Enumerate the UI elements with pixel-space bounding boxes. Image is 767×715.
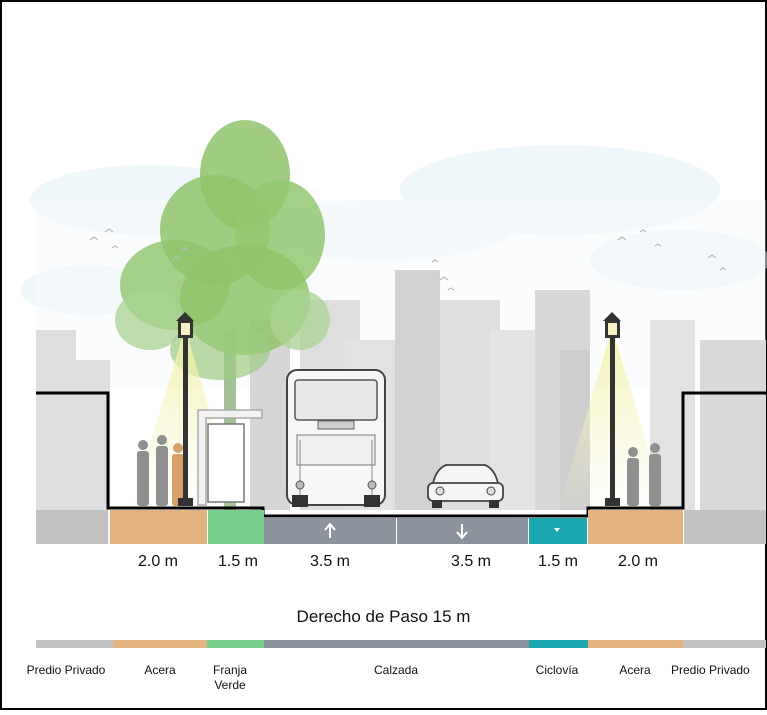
street-lamp-left (176, 312, 194, 506)
dimension-franja-verde: 1.5 m (217, 553, 258, 570)
birds (89, 228, 727, 291)
zone-label-calzada: Calzada (373, 663, 419, 677)
car (427, 464, 504, 508)
zone-label-ciclovia: Ciclovía (535, 663, 579, 677)
bus (286, 369, 386, 507)
arrow-up-icon (324, 522, 336, 538)
dimension-acera-right: 2.0 m (617, 553, 658, 570)
strip-ciclovia (529, 518, 587, 544)
strip-acera-left (110, 510, 207, 544)
ground-profile (36, 391, 766, 518)
dimension-calzada-left: 3.5 m (309, 553, 350, 570)
zone-label-acera-left: Acera (144, 663, 176, 677)
strip-predio-left (36, 510, 108, 544)
city-skyline (36, 270, 766, 510)
pedestrians-right (627, 443, 661, 506)
zone-label-acera-right: Acera (619, 663, 651, 677)
strip-franja-verde (208, 510, 264, 544)
zone-label-predio-right: Predio Privado (671, 663, 750, 677)
section-strip (36, 510, 766, 544)
zone-label-predio-left: Predio Privado (26, 663, 106, 677)
pedestrians-left (137, 435, 184, 506)
zone-color-bar (36, 640, 766, 648)
bus-stop-shelter (197, 409, 263, 506)
dimension-ciclovia: 1.5 m (537, 553, 578, 570)
tree (115, 120, 330, 510)
arrow-down-icon (456, 524, 468, 540)
strip-predio-right (684, 510, 766, 544)
dimension-acera-left: 2.0 m (137, 553, 178, 570)
right-of-way-title: Derecho de Paso 15 m (296, 607, 471, 626)
strip-acera-right (588, 510, 683, 544)
ciclovia-marker-icon (554, 528, 560, 532)
dimension-calzada-right: 3.5 m (450, 553, 491, 570)
zone-label-franja-verde: Franja Verde (212, 663, 247, 692)
street-lamp-right (603, 312, 621, 506)
